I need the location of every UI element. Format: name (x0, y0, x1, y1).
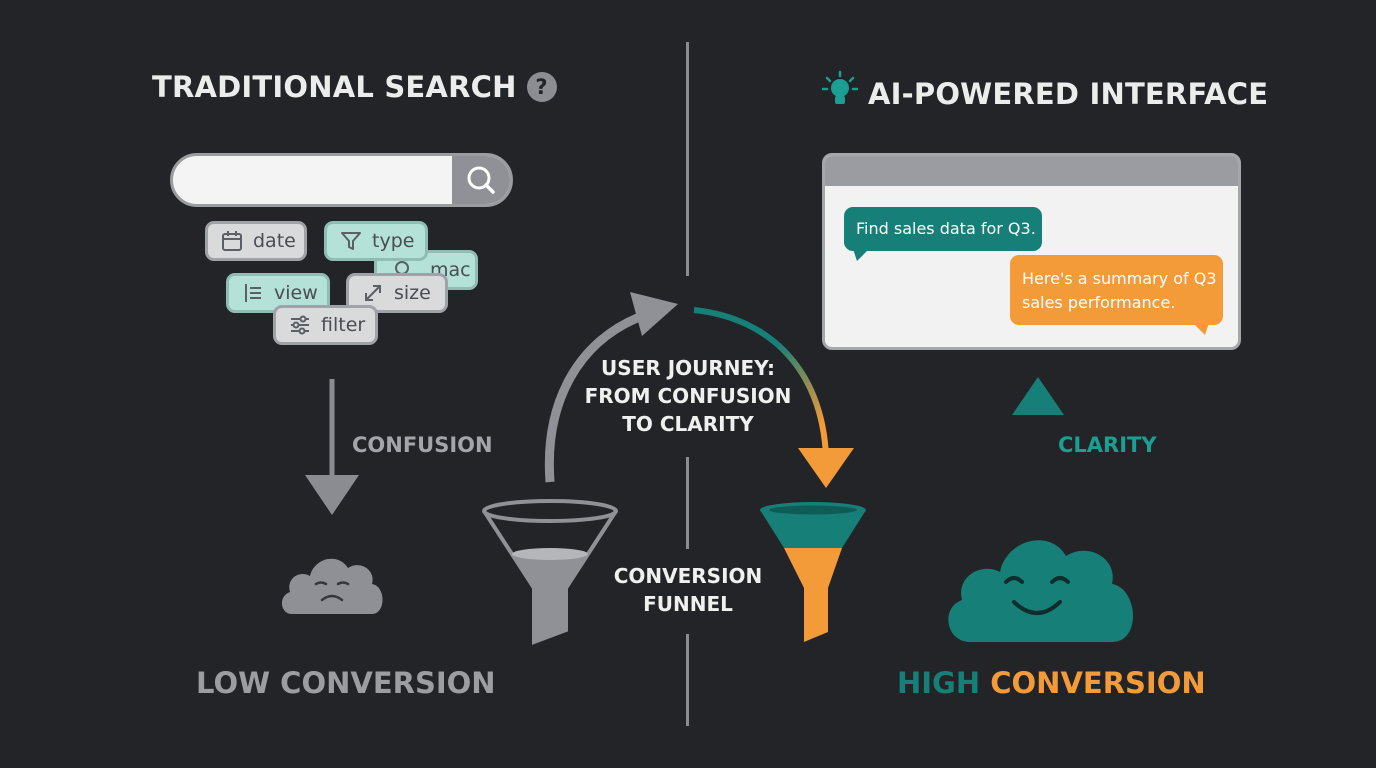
chip-label-size: size (394, 282, 431, 304)
ai-interface-title: AI-POWERED INTERFACE (821, 70, 1269, 111)
ai-interface-title-text: AI-POWERED INTERFACE (868, 77, 1269, 111)
traditional-search-title: TRADITIONAL SEARCH? (152, 70, 557, 104)
funnel-line-2: FUNNEL (643, 592, 733, 616)
resize-icon (361, 281, 385, 305)
ai-message-line-1: Here's a summary of Q3 (1022, 269, 1217, 288)
chat-window: Find sales data for Q3. Here's a summary… (822, 153, 1241, 350)
divider-middle (686, 457, 689, 549)
journey-arrows (544, 292, 854, 488)
divider-top (686, 42, 689, 276)
filter-chip-filter[interactable]: filter (273, 305, 378, 345)
happy-cloud-icon (948, 540, 1134, 642)
color-funnel-icon (760, 502, 866, 642)
gray-funnel-icon (482, 499, 618, 645)
clarity-label: CLARITY (1058, 433, 1157, 457)
chip-label-view: view (274, 282, 318, 304)
filter-chip-size[interactable]: size (346, 273, 448, 313)
filter-chip-date[interactable]: date (205, 221, 307, 261)
gray-up-arrow (544, 311, 644, 483)
teal-orange-arrow (693, 307, 829, 457)
chip-label-filter: filter (321, 314, 366, 336)
filter-chip-type[interactable]: type (324, 221, 428, 261)
search-icon (467, 166, 495, 194)
chip-label-type: type (372, 230, 415, 252)
high-conversion-label: HIGH CONVERSION (897, 666, 1206, 700)
confusion-label: CONFUSION (352, 433, 493, 457)
user-message-bubble: Find sales data for Q3. (844, 207, 1042, 251)
low-conversion-label: LOW CONVERSION (196, 666, 496, 700)
list-icon (241, 281, 265, 305)
user-bubble-tail (853, 249, 869, 261)
ai-message-line-2: sales performance. (1022, 293, 1176, 312)
confusion-arrow (305, 379, 359, 515)
conversion-label: CONVERSION (990, 666, 1206, 700)
sad-cloud-icon (281, 558, 383, 614)
journey-line-2: FROM CONFUSION (584, 384, 792, 408)
calendar-icon (220, 229, 244, 253)
ai-message-bubble: Here's a summary of Q3 sales performance… (1010, 255, 1223, 325)
journey-line-3: TO CLARITY (622, 412, 754, 436)
sliders-icon (288, 313, 312, 337)
user-message-text: Find sales data for Q3. (856, 219, 1036, 238)
divider-bottom (686, 634, 689, 726)
clarity-arrow (1012, 377, 1064, 515)
traditional-search-title-text: TRADITIONAL SEARCH (152, 70, 517, 104)
chip-label-date: date (253, 230, 296, 252)
user-journey-label: USER JOURNEY: FROM CONFUSION TO CLARITY (568, 354, 808, 438)
chat-window-header (825, 156, 1238, 186)
lightbulb-icon (821, 70, 859, 104)
search-button[interactable] (452, 156, 510, 204)
orange-arrowhead (798, 448, 854, 488)
gray-arrowhead (630, 292, 678, 336)
search-input[interactable] (170, 153, 513, 207)
help-icon: ? (526, 72, 557, 102)
funnel-icon (339, 229, 363, 253)
journey-line-1: USER JOURNEY: (601, 356, 775, 380)
high-label: HIGH (897, 666, 981, 700)
funnel-line-1: CONVERSION (613, 564, 763, 588)
conversion-funnel-label: CONVERSION FUNNEL (588, 562, 788, 618)
ai-bubble-tail (1193, 323, 1209, 335)
